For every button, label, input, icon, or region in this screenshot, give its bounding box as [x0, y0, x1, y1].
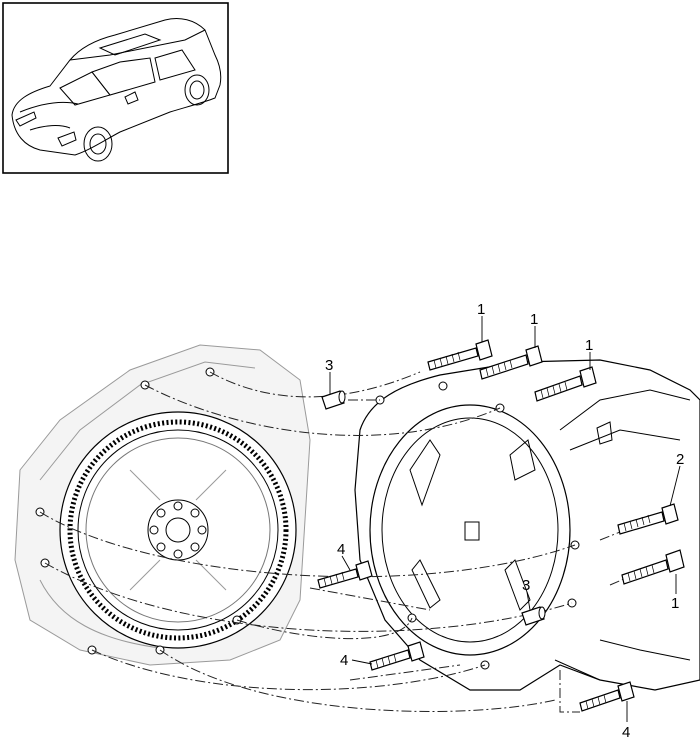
callout-3-lower: 3: [522, 577, 530, 594]
transmission-housing: [354, 359, 700, 691]
bolt-4-left: [317, 560, 373, 589]
callout-1-lower-right: 1: [671, 595, 679, 612]
bolt-1-upper-left: [427, 339, 493, 371]
callout-3-upper: 3: [325, 357, 333, 374]
bolt-1-upper-middle: [479, 345, 543, 380]
vehicle-thumbnail: [2, 2, 229, 174]
assembly-lines: [39, 371, 641, 713]
callout-2: 2: [676, 451, 684, 468]
callout-4-bottom: 4: [622, 724, 630, 741]
dowel-sleeve-lower: [521, 606, 546, 626]
thumbnail-frame: [2, 2, 229, 174]
bolt-4-bottom: [579, 681, 635, 712]
flywheel: [59, 411, 297, 649]
bolt-1-lower-right: [621, 549, 685, 585]
callout-1-upper-right: 1: [585, 337, 593, 354]
dowel-sleeve-upper: [321, 390, 346, 410]
bolt-4-middle: [369, 641, 425, 671]
suv-illustration: [11, 17, 222, 162]
bolt-1-upper-right: [534, 366, 597, 402]
callout-labels: 1 1 1 2 1 3 3 4 4 4: [325, 301, 684, 741]
callout-4-middle: 4: [340, 652, 348, 669]
callout-4-left: 4: [337, 541, 345, 558]
flywheel-bolt-holes: [149, 501, 207, 559]
callout-1-upper-middle: 1: [530, 311, 538, 328]
leader-lines: [329, 316, 681, 722]
callout-1-upper-left: 1: [477, 301, 485, 318]
